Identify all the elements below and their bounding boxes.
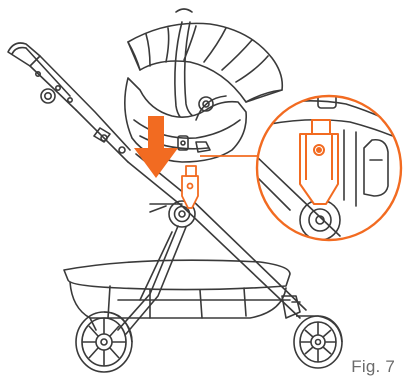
rear-wheel xyxy=(294,316,342,368)
zoom-detail xyxy=(256,86,402,240)
front-wheel xyxy=(76,312,132,372)
stroller-adapter xyxy=(182,166,198,208)
figure-caption: Fig. 7 xyxy=(351,357,395,377)
